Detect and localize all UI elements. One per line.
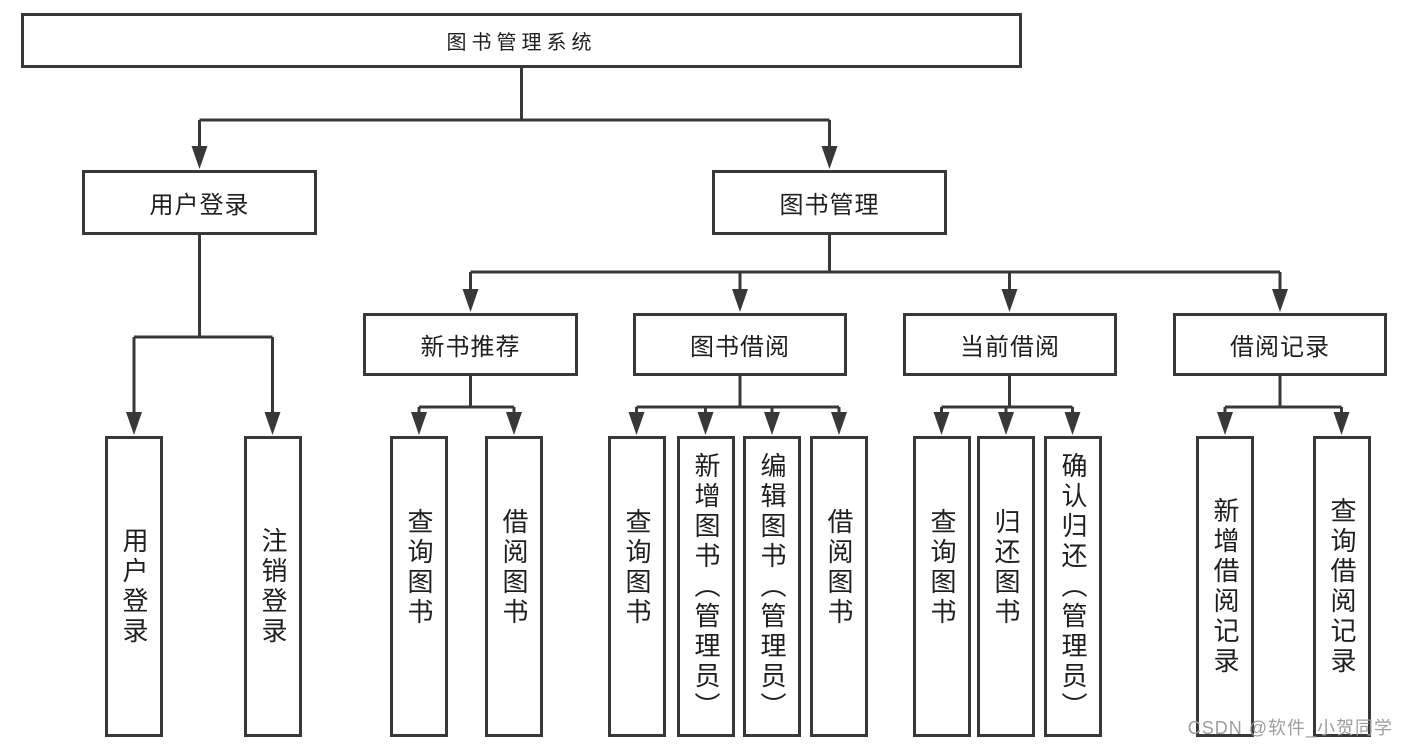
watermark-text: CSDN @软件_小贺同学 [1187,718,1393,738]
node-current-borrow: 当前借阅 [903,313,1117,376]
node-user-login: 用户登录 [82,170,317,235]
leaf-borrow-edit-books-admin: 编辑图书（管理员） [743,436,801,737]
leaf-current-return-books: 归还图书 [977,436,1035,737]
leaf-records-add-record: 新增借阅记录 [1196,436,1254,737]
leaf-newbook-query-books: 查询图书 [390,436,448,737]
leaf-user-login: 用户登录 [105,436,163,737]
node-new-book-rec: 新书推荐 [363,313,578,376]
leaf-borrow-add-books-admin: 新增图书（管理员） [677,436,735,737]
node-borrow-records: 借阅记录 [1173,313,1387,376]
leaf-newbook-borrow-books: 借阅图书 [485,436,543,737]
leaf-logout: 注销登录 [244,436,302,737]
leaf-records-query-record: 查询借阅记录 [1313,436,1371,737]
node-book-mgmt: 图书管理 [712,170,947,235]
leaf-borrow-borrow-books: 借阅图书 [810,436,868,737]
node-book-borrow: 图书借阅 [633,313,847,376]
connector-lines [132,68,1343,416]
leaf-current-confirm-return-admin: 确认归还（管理员） [1044,436,1102,737]
connector-arrowheads [126,146,1350,435]
leaf-borrow-query-books: 查询图书 [608,436,666,737]
node-root: 图书管理系统 [21,13,1022,68]
leaf-current-query-books: 查询图书 [913,436,971,737]
